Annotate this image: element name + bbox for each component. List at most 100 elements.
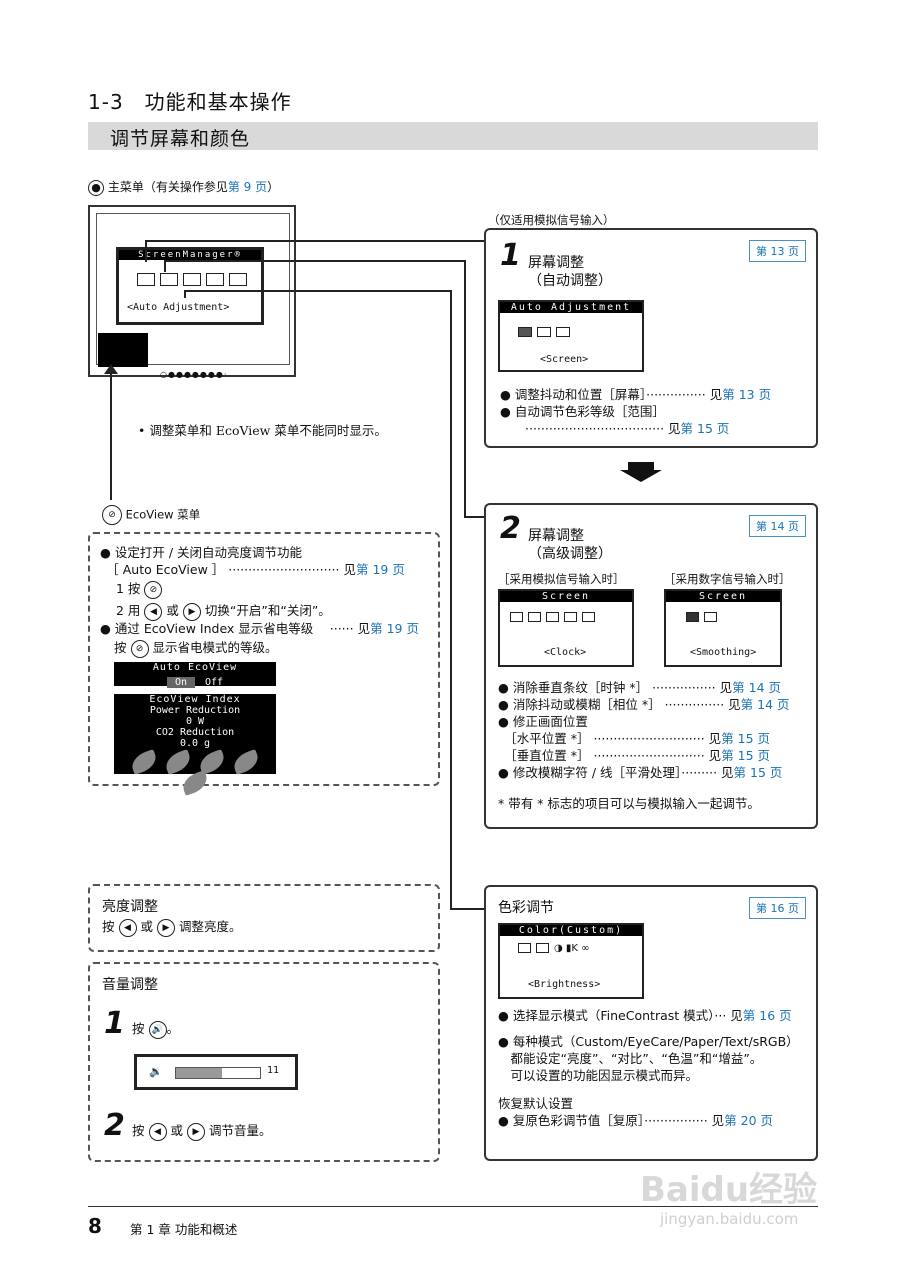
leaf-icon	[230, 749, 262, 775]
connector-line	[145, 240, 147, 262]
speaker-icon: 🔉	[149, 1065, 163, 1078]
page-badge[interactable]: 第 13 页	[749, 240, 806, 262]
arrow-up-icon	[104, 364, 118, 374]
page-number: 8	[88, 1214, 102, 1238]
footer-rule	[88, 1206, 818, 1207]
connector-line	[464, 516, 486, 518]
connector-line	[145, 240, 485, 242]
main-menu-label: ● 主菜单（有关操作参见第 9 页）	[88, 178, 279, 196]
osd-item: <Screen>	[540, 354, 589, 365]
color-osd: Color(Custom) ◑ ▮K ∞ <Brightness>	[498, 923, 644, 999]
volume-osd: 🔉 11	[134, 1054, 298, 1090]
clock-icon	[510, 611, 523, 622]
step: 1 按 ⊘	[116, 580, 163, 599]
list-item: ● 选择显示模式（FineContrast 模式）··· 见第 16 页	[498, 1008, 792, 1023]
return-icon	[704, 611, 717, 622]
volume-button-icon: 🔊	[148, 1020, 167, 1039]
leaf-icon	[162, 749, 194, 775]
list-item: ● 修正画面位置	[498, 714, 588, 729]
return-icon	[556, 326, 570, 337]
connector-line	[450, 290, 452, 910]
list-item: ··································· 见第 1…	[500, 421, 730, 436]
page-badge[interactable]: 第 16 页	[749, 897, 806, 919]
osd-item: <Brightness>	[528, 979, 601, 990]
connector-line	[164, 260, 166, 272]
list-item: ● 消除垂直条纹［时钟 *］ ················ 见第 14 页	[498, 680, 781, 695]
ecoview-index-osd: EcoView Index Power Reduction 0 W CO2 Re…	[114, 694, 276, 796]
page-badge[interactable]: 第 14 页	[749, 515, 806, 537]
front-buttons: ○●●●●●●●·	[160, 370, 228, 379]
connector-line	[184, 290, 452, 292]
right-button-icon: ▶	[186, 1122, 205, 1141]
connector-line	[450, 908, 486, 910]
step: 按 ◀ 或 ▶ 调节音量。	[132, 1122, 271, 1141]
hposition-icon	[546, 611, 559, 622]
auto-ecoview-osd: Auto EcoView On Off	[114, 662, 276, 688]
osd-title: ScreenManager®	[119, 250, 261, 260]
volume-box: 音量调整 1 按 🔊。 🔉 11 2 按 ◀ 或 ▶ 调节音量。	[88, 962, 440, 1162]
smoothing-icon	[582, 611, 595, 622]
sound-icon	[206, 273, 224, 286]
analog-label: ［采用模拟信号输入时］	[498, 572, 625, 586]
digital-label: ［采用数字信号输入时］	[664, 572, 791, 586]
osd-icons	[686, 609, 722, 624]
monitor-illustration: ScreenManager® <Auto Adjustment> ○●●●●●●…	[88, 205, 296, 379]
ecoview-label: ⊘ EcoView 菜单	[102, 505, 200, 525]
screen-icon	[518, 326, 532, 337]
screen-osd-digital: Screen <Smoothing>	[664, 589, 782, 667]
list-item: ● 修改模糊字符 / 线［平滑处理］········· 见第 15 页	[498, 765, 783, 780]
brightness-icon	[518, 943, 531, 953]
brightness-box: 亮度调整 按 ◀ 或 ▶ 调整亮度。	[88, 884, 440, 952]
banner-title: 调节屏幕和颜色	[110, 128, 251, 150]
menu-note: • 调整菜单和 EcoView 菜单不能同时显示。	[138, 423, 387, 438]
leaf-icon	[179, 770, 211, 796]
left-button-icon: ◀	[118, 918, 137, 937]
screen-osd-analog: Screen <Clock>	[498, 589, 634, 667]
watermark-url: jingyan.baidu.com	[660, 1210, 799, 1228]
osd-item: <Clock>	[544, 647, 587, 658]
volume-fill	[176, 1068, 223, 1078]
left-button-icon: ◀	[144, 602, 163, 621]
step: 按 ⊘ 显示省电模式的等级。	[114, 639, 278, 658]
leaf-icon	[128, 749, 160, 775]
ecoview-button-icon: ⊘	[144, 580, 163, 599]
off-option: Off	[204, 677, 224, 688]
list-item: ● 设定打开 / 关闭自动亮度调节功能	[100, 545, 303, 560]
list-item: ● 自动调节色彩等级［范围］	[500, 404, 665, 419]
osd-title: Screen	[666, 591, 780, 602]
osd-icons	[518, 324, 575, 339]
color-icon	[183, 273, 201, 286]
right-button-icon: ▶	[156, 918, 175, 937]
ecoview-mini-osd	[98, 333, 148, 367]
left-button-icon: ◀	[148, 1122, 167, 1141]
ecoview-leaf-icon: ⊘	[102, 505, 122, 525]
connector-line	[184, 290, 186, 298]
list-item: ［垂直位置 *］ ···························· 见第…	[498, 748, 771, 763]
list-item: 都能设定“亮度”、“对比”、“色温”和“增益”。	[498, 1051, 763, 1066]
connector-line	[110, 370, 112, 500]
list-item: ［ Auto EcoView ］ ·······················…	[100, 562, 405, 577]
volume-level: 11	[267, 1065, 280, 1076]
step: 按 🔊。	[132, 1020, 179, 1039]
box-subtitle: （自动调整）	[528, 273, 612, 289]
list-item: ● 消除抖动或模糊［相位 *］ ··············· 见第 14 页	[498, 697, 790, 712]
right-button-icon: ▶	[182, 602, 201, 621]
osd-title: Screen	[500, 591, 632, 602]
advanced-adjust-box: 2 屏幕调整 （高级调整） 第 14 页 ［采用模拟信号输入时］ ［采用数字信号…	[484, 503, 818, 829]
auto-adjust-box: 1 屏幕调整 （自动调整） 第 13 页 Auto Adjustment <Sc…	[484, 228, 818, 448]
leaf-icons	[114, 749, 276, 796]
box-title: 屏幕调整	[528, 255, 584, 271]
list-item: ● 复原色彩调节值［复原］················ 见第 20 页	[498, 1113, 774, 1128]
step-number: 1	[500, 238, 521, 273]
step: 按 ◀ 或 ▶ 调整亮度。	[102, 918, 241, 937]
phase-icon	[528, 611, 541, 622]
mode-icon	[536, 943, 549, 953]
list-item: 可以设置的功能因显示模式而异。	[498, 1068, 699, 1083]
box-subtitle: （高级调整）	[528, 546, 612, 562]
box-title: 亮度调整	[102, 899, 158, 915]
osd-item: <Smoothing>	[690, 647, 757, 658]
box-title: 屏幕调整	[528, 528, 584, 544]
osd-icons	[137, 272, 252, 287]
on-option: On	[166, 677, 195, 688]
page-link[interactable]: 第 9 页	[227, 180, 268, 194]
